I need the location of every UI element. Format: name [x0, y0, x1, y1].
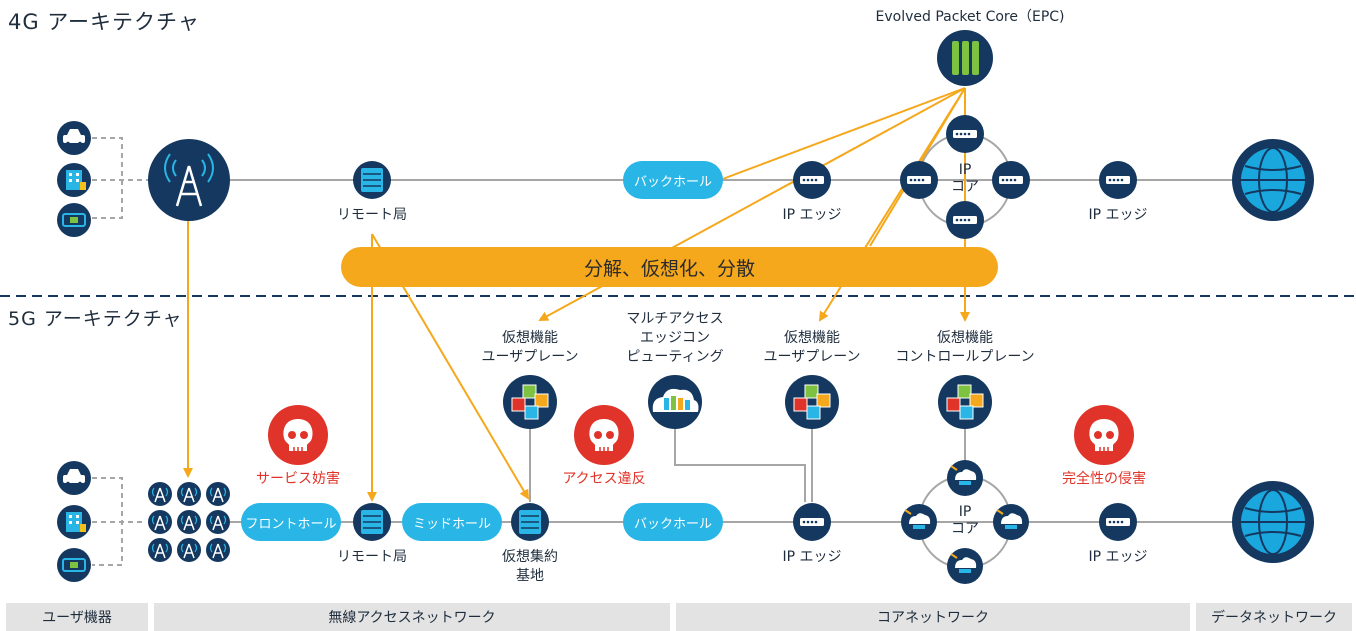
ip-edge-4g-right-label: IP エッジ — [1088, 207, 1148, 223]
ip-edge-4g-left-icon — [793, 161, 831, 199]
car-icon — [57, 461, 91, 495]
vaggregation-label: 仮想集約 基地 — [480, 548, 580, 586]
epc-title: Evolved Packet Core（EPC) — [875, 9, 1065, 25]
ip-core-4g-label-1: IP — [958, 162, 972, 178]
vnf-user-plane-2-label: 仮想機能 ユーザプレーン — [742, 329, 882, 367]
backhaul-4g-pill: バックホール — [623, 161, 723, 199]
building-icon — [57, 505, 91, 539]
remote-station-5g-label: リモート局 — [337, 549, 407, 565]
globe-5g-icon — [1231, 480, 1315, 564]
building-icon — [57, 163, 91, 197]
vaggregation-line1: 仮想集約 — [502, 549, 558, 565]
vnf-user-plane-1-icon — [502, 374, 558, 430]
core-router-bottom-icon — [946, 201, 984, 239]
zone-data-network: データネットワーク — [1196, 603, 1352, 631]
threat-access-violation: アクセス違反 — [562, 471, 646, 487]
core-router-left-icon — [900, 161, 938, 199]
ip-core-5g-label-1: IP — [958, 504, 972, 520]
5g-architecture-title: 5G アーキテクチャ — [8, 308, 183, 330]
ip-core-5g-label-2: コア — [951, 521, 979, 537]
core-router-top-icon — [946, 115, 984, 153]
mec-label: マルチアクセス エッジコン ピューティング — [605, 310, 745, 367]
core-node-left-icon — [900, 503, 938, 541]
vnf-control-plane-icon — [937, 374, 993, 430]
backhaul-5g-pill: バックホール — [623, 503, 723, 541]
threat-integrity-breach: 完全性の侵害 — [1062, 471, 1146, 487]
ip-edge-5g-right-icon — [1099, 503, 1137, 541]
vnf-user-plane-2-icon — [784, 374, 840, 430]
4g-architecture-title: 4G アーキテクチャ — [8, 10, 200, 34]
midhaul-pill: ミッドホール — [402, 503, 502, 541]
zone-core-network: コアネットワーク — [676, 603, 1190, 631]
ip-edge-4g-left-label: IP エッジ — [782, 207, 842, 223]
car-icon — [57, 121, 91, 155]
4g-device-links — [92, 137, 150, 219]
mec-line2: エッジコン — [640, 330, 710, 346]
vnf-control-plane-line2: コントロールプレーン — [895, 349, 1035, 365]
zone-radio-access: 無線アクセスネットワーク — [154, 603, 670, 631]
iot-device-icon — [56, 547, 92, 583]
ip-edge-4g-right-icon — [1099, 161, 1137, 199]
fronthaul-pill: フロントホール — [241, 503, 341, 541]
core-node-right-icon — [992, 503, 1030, 541]
zone-user-device: ユーザ機器 — [6, 603, 148, 631]
core-router-right-icon — [992, 161, 1030, 199]
mec-link — [674, 420, 806, 502]
vnf-control-plane-line1: 仮想機能 — [937, 330, 993, 346]
vnf-user-plane-1-line2: ユーザプレーン — [481, 349, 579, 365]
vaggregation-icon — [510, 502, 550, 542]
mec-line3: ピューティング — [626, 349, 724, 365]
ip-edge-5g-left-icon — [793, 503, 831, 541]
ip-edge-5g-right-label: IP エッジ — [1088, 549, 1148, 565]
vnf-user-plane-2-line1: 仮想機能 — [784, 330, 840, 346]
vnf-user-plane-2-line2: ユーザプレーン — [763, 349, 861, 365]
skull-icon — [1073, 404, 1135, 466]
threat-service-disruption: サービス妨害 — [256, 471, 340, 487]
remote-station-4g-icon — [352, 160, 392, 200]
vnf-user-plane-1-line1: 仮想機能 — [502, 330, 558, 346]
ip-edge-5g-left-label: IP エッジ — [782, 549, 842, 565]
mec-line1: マルチアクセス — [626, 311, 724, 327]
skull-icon — [573, 404, 635, 466]
cell-tower-icon — [148, 139, 230, 221]
5g-device-links — [92, 477, 145, 566]
remote-station-5g-icon — [352, 502, 392, 542]
iot-device-icon — [56, 202, 92, 238]
skull-icon — [267, 404, 329, 466]
remote-station-4g-label: リモート局 — [337, 207, 407, 223]
ip-core-4g-label-2: コア — [951, 179, 979, 195]
core-node-bottom-icon — [946, 547, 984, 585]
small-cell-array — [147, 481, 231, 563]
disaggregation-banner: 分解、仮想化、分散 — [341, 247, 998, 287]
mec-cloud-icon — [648, 375, 702, 429]
vnf-user-plane-1-label: 仮想機能 ユーザプレーン — [460, 329, 600, 367]
globe-4g-icon — [1231, 138, 1315, 222]
vaggregation-line2: 基地 — [516, 568, 544, 584]
vnf-control-plane-label: 仮想機能 コントロールプレーン — [880, 329, 1050, 367]
core-node-top-icon — [946, 459, 984, 497]
epc-server-icon — [937, 30, 993, 86]
